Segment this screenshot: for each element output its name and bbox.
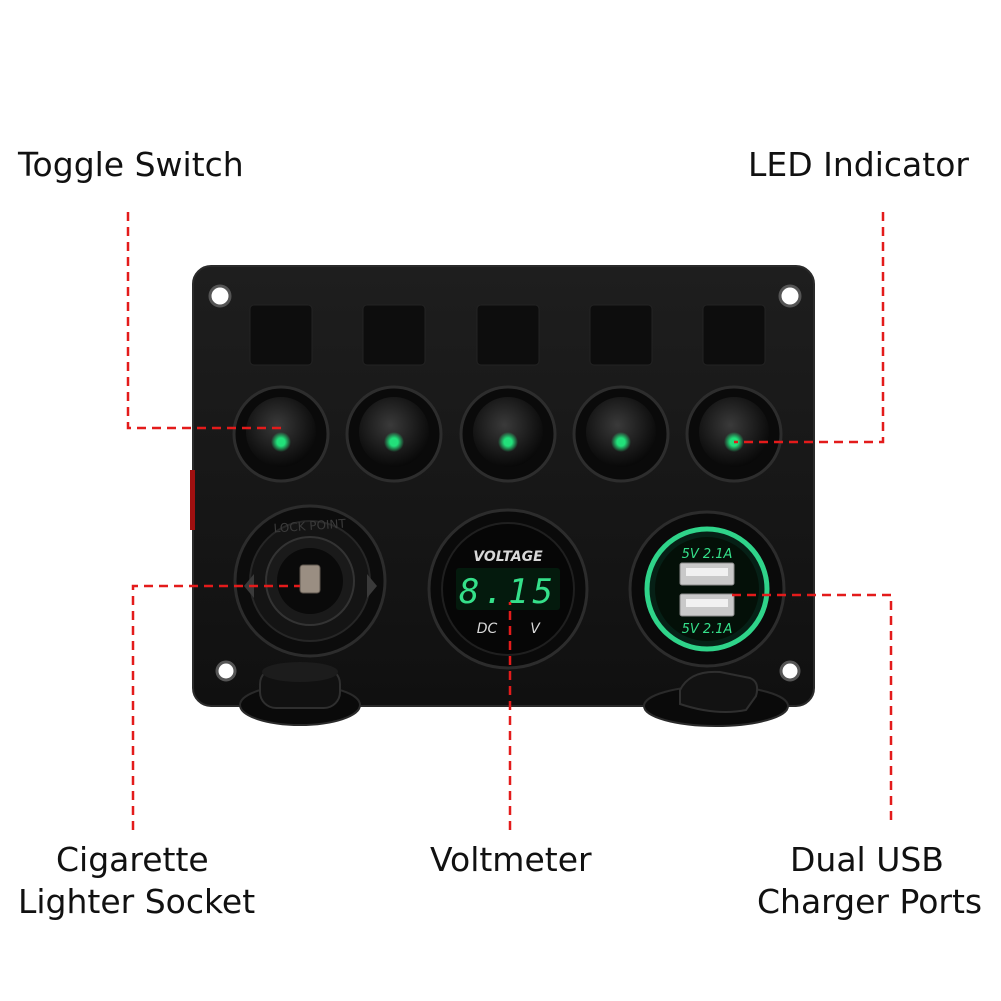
label-window [249,304,313,366]
label-usb-line2: Charger Ports [757,882,983,921]
usb-port-top-label: 5V 2.1A [682,547,733,562]
voltmeter-dc-label: DC [477,621,498,637]
toggle-switch-2[interactable] [345,385,443,483]
label-window [589,304,653,366]
label-led-indicator: LED Indicator [748,145,969,184]
usb-cap[interactable] [643,670,789,727]
socket-cap[interactable] [239,662,361,726]
usb-port-bottom-label: 5V 2.1A [682,622,733,637]
arrow-right-icon [367,574,377,598]
voltmeter-unit-label: V [530,621,541,637]
leader-line-cigarette-socket [131,584,300,830]
label-cigarette-line2: Lighter Socket [18,882,256,921]
toggle-switch-4[interactable] [572,385,670,483]
screw-hole [208,284,232,308]
leader-line-led-indicator [734,212,885,444]
toggle-switch-row [232,385,783,483]
socket-center-contact [299,564,321,594]
label-window [702,304,766,366]
label-toggle-switch: Toggle Switch [18,145,244,184]
leader-line-usb-ports [730,593,893,820]
voltmeter-display-window [456,568,560,610]
label-windows [249,304,766,366]
screw-hole [778,284,802,308]
leader-line-toggle-switch [126,212,281,430]
leader-lines [126,212,893,830]
toggle-switch-3[interactable] [459,385,557,483]
screw-hole [779,660,801,682]
voltmeter: VOLTAGE 8.15 DC V [427,508,589,670]
label-cigarette-line1: Cigarette [56,840,209,879]
label-voltmeter: Voltmeter [430,840,592,879]
usb-port-top[interactable] [679,562,735,586]
socket-ring-text: LOCK POINT [273,516,347,535]
label-window [476,304,540,366]
voltmeter-title: VOLTAGE [473,549,543,565]
panel-edge-accent [190,470,195,530]
screw-hole [215,660,237,682]
dual-usb-charger: 5V 2.1A 5V 2.1A [628,510,786,668]
cigarette-lighter-socket: LOCK POINT [233,504,387,658]
toggle-switch-5[interactable] [685,385,783,483]
toggle-switch-1[interactable] [232,385,330,483]
label-usb-line1: Dual USB [790,840,944,879]
screw-holes [208,284,802,682]
usb-port-bottom[interactable] [679,593,735,617]
voltmeter-reading: 8.15 [459,572,557,612]
label-window [362,304,426,366]
